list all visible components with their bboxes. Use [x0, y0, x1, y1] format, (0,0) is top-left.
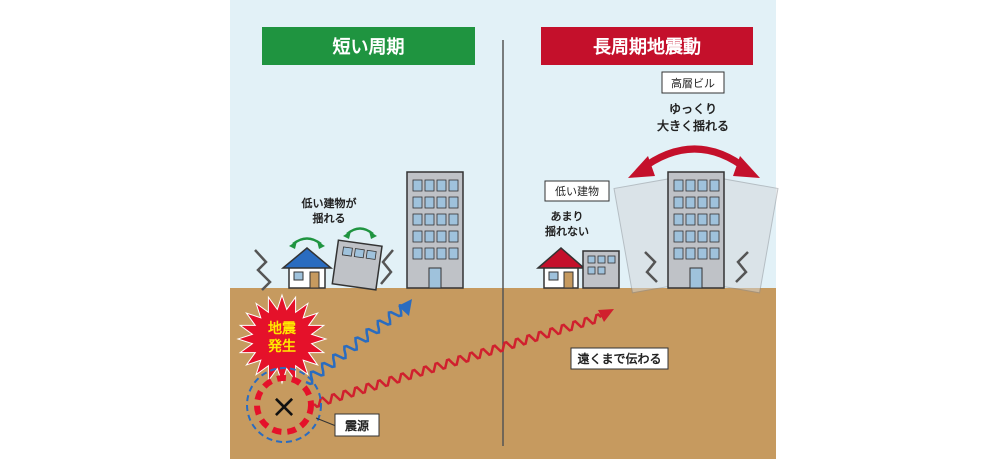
- short-building-caption-line1: 低い建物が: [301, 196, 357, 210]
- building-window: [424, 247, 435, 260]
- left-panel-header: 短い周期: [262, 27, 475, 65]
- building-window: [697, 230, 708, 243]
- building-window: [709, 196, 720, 209]
- building-window: [412, 213, 423, 226]
- building-window: [448, 247, 459, 260]
- building-window: [709, 179, 720, 192]
- building-window: [673, 179, 684, 192]
- building-window: [424, 213, 435, 226]
- building-window: [412, 230, 423, 243]
- epicenter-x-mark: ×: [271, 387, 298, 425]
- building-window: [709, 247, 720, 260]
- building-window: [685, 230, 696, 243]
- short-period-wave-arrowhead: [398, 299, 412, 316]
- building-window: [436, 230, 447, 243]
- low-building-caption-line2: 揺れない: [545, 224, 589, 238]
- tall-building-icon: [406, 171, 464, 289]
- low-building-tag: 低い建物: [555, 184, 599, 198]
- building-window: [685, 196, 696, 209]
- tilted-low-building-icon: [331, 239, 383, 291]
- tremor-mark-right: [735, 251, 749, 283]
- building-window: [673, 196, 684, 209]
- short-period-wave: [305, 304, 403, 386]
- long-period-wave: [313, 313, 603, 409]
- epicenter-marker: ×: [246, 367, 322, 443]
- building-window: [424, 196, 435, 209]
- right-panel-header: 長周期地震動: [541, 27, 753, 65]
- quake-burst-line2: 発生: [267, 338, 296, 355]
- building-window: [424, 230, 435, 243]
- building-window: [448, 179, 459, 192]
- low-building-caption-line1: あまり: [551, 210, 584, 223]
- building-window: [436, 247, 447, 260]
- building-window: [412, 196, 423, 209]
- small-house-icon: [280, 247, 334, 289]
- travel-far-label-box: 遠くまで伝わる: [570, 347, 669, 370]
- sway-arrow-icon: [289, 237, 325, 249]
- highrise-building-icon: [667, 171, 725, 289]
- long-period-wave-arrowhead: [598, 309, 614, 322]
- building-window: [424, 179, 435, 192]
- sway-arrow-icon: [343, 227, 377, 239]
- building-window: [412, 247, 423, 260]
- left-panel-title: 短い周期: [333, 36, 405, 58]
- earthquake-burst-icon: 地震 発生: [236, 293, 328, 385]
- travel-far-label: 遠くまで伝わる: [577, 351, 661, 366]
- building-window: [436, 213, 447, 226]
- epicenter-label: 震源: [345, 418, 369, 433]
- building-window: [673, 230, 684, 243]
- low-building-tag-box: 低い建物: [544, 180, 610, 202]
- epicenter-leader-line: [315, 417, 337, 427]
- building-window: [685, 247, 696, 260]
- highrise-caption-line1: ゆっくり: [669, 102, 717, 116]
- quake-burst-line1: 地震: [268, 320, 297, 337]
- tremor-mark-right: [380, 249, 394, 285]
- building-window: [697, 196, 708, 209]
- large-sway-arrow-icon: [628, 145, 760, 178]
- building-window: [685, 179, 696, 192]
- building-window: [685, 213, 696, 226]
- building-window: [436, 196, 447, 209]
- building-window: [709, 213, 720, 226]
- highrise-tag: 高層ビル: [671, 76, 715, 90]
- tremor-mark-left: [254, 249, 272, 291]
- tremor-mark-left: [644, 251, 658, 283]
- low-building-icon: [582, 250, 620, 289]
- building-window: [436, 179, 447, 192]
- building-window: [673, 247, 684, 260]
- highrise-caption-line2: 大きく揺れる: [657, 118, 729, 133]
- building-window: [697, 213, 708, 226]
- building-window: [697, 179, 708, 192]
- building-window: [709, 230, 720, 243]
- right-panel-title: 長周期地震動: [593, 36, 701, 58]
- building-window: [673, 213, 684, 226]
- epicenter-label-box: 震源: [334, 413, 380, 437]
- building-window: [697, 247, 708, 260]
- building-window: [448, 196, 459, 209]
- building-window: [448, 230, 459, 243]
- highrise-tag-box: 高層ビル: [661, 71, 725, 94]
- small-house-icon: [535, 247, 587, 289]
- short-building-caption-line2: 揺れる: [313, 211, 346, 225]
- building-window: [412, 179, 423, 192]
- building-window: [448, 213, 459, 226]
